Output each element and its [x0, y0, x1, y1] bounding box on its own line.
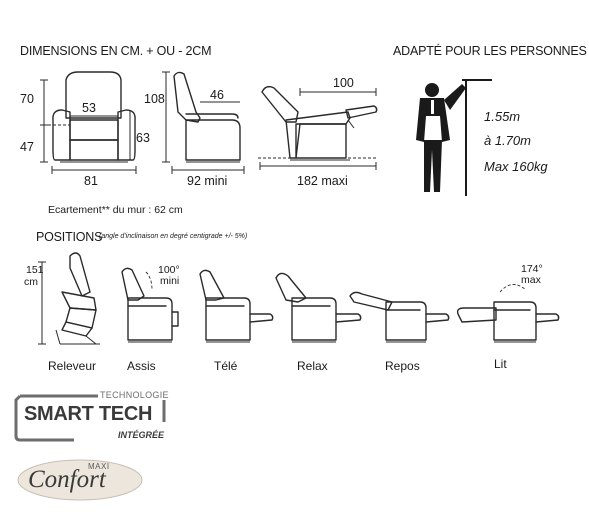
- lift-height: 151: [26, 264, 44, 276]
- position-assis-chair: [121, 267, 179, 343]
- person-figure: [416, 79, 492, 196]
- person-weight-max: Max 160kg: [484, 159, 548, 174]
- positions-title: POSITIONS: [36, 230, 103, 244]
- position-label-lit: Lit: [494, 357, 507, 371]
- position-relax-chair: [275, 272, 362, 343]
- position-label-assis: Assis: [127, 359, 156, 373]
- position-label-relax: Relax: [297, 359, 328, 373]
- maxi-confort-logo: MAXI Confort: [16, 456, 146, 504]
- confort-main-text: Confort: [28, 466, 106, 493]
- dim-seat-width: 53: [82, 101, 96, 115]
- dim-seat-depth: 46: [210, 88, 224, 102]
- angle-min: 100°: [158, 264, 180, 276]
- positions-note: (angle d'inclinaison en degré centigrade…: [99, 233, 248, 240]
- confort-top-text: MAXI: [88, 462, 110, 471]
- smart-tech-logo: TECHNOLOGIE SMART TECH INTÉGRÉE: [14, 390, 174, 444]
- dim-depth-maxi: 182 maxi: [297, 174, 348, 188]
- dim-seat-height: 47: [20, 140, 34, 154]
- side-view-chair: [173, 71, 241, 163]
- dim-side-height: 108: [144, 92, 165, 106]
- smart-tech-bottom-text: INTÉGRÉE: [118, 430, 165, 440]
- dim-footrest-length: 100: [333, 76, 354, 90]
- angle-max: 174°: [521, 263, 543, 275]
- smart-tech-main-text: SMART TECH: [24, 403, 153, 425]
- smart-tech-top-text: TECHNOLOGIE: [98, 390, 171, 400]
- angle-max-label: max: [521, 274, 541, 286]
- lift-height-unit: cm: [24, 276, 38, 288]
- position-label-tele: Télé: [214, 359, 238, 373]
- angle-min-label: mini: [160, 275, 180, 287]
- position-lit-chair: [456, 284, 560, 343]
- person-height-max: à 1.70m: [484, 133, 531, 148]
- dim-depth-mini: 92 mini: [187, 174, 228, 188]
- dimensions-title: DIMENSIONS EN CM. + OU - 2CM: [20, 44, 212, 58]
- position-label-releveur: Releveur: [48, 359, 97, 373]
- person-height-min: 1.55m: [484, 109, 521, 124]
- position-repos-chair: [349, 291, 450, 343]
- dim-overall-width: 81: [84, 174, 98, 188]
- wall-gap-text: Ecartement** du mur : 62 cm: [48, 204, 183, 216]
- position-label-repos: Repos: [385, 359, 420, 373]
- dim-depth-side: 63: [136, 131, 150, 145]
- position-tele-chair: [199, 269, 274, 343]
- reclined-view-chair: [261, 85, 378, 161]
- adapted-title: ADAPTÉ POUR LES PERSONNES: [393, 44, 587, 58]
- dim-backrest-height: 70: [20, 92, 34, 106]
- position-releveur-chair: [38, 252, 100, 345]
- front-view-chair: [52, 71, 136, 163]
